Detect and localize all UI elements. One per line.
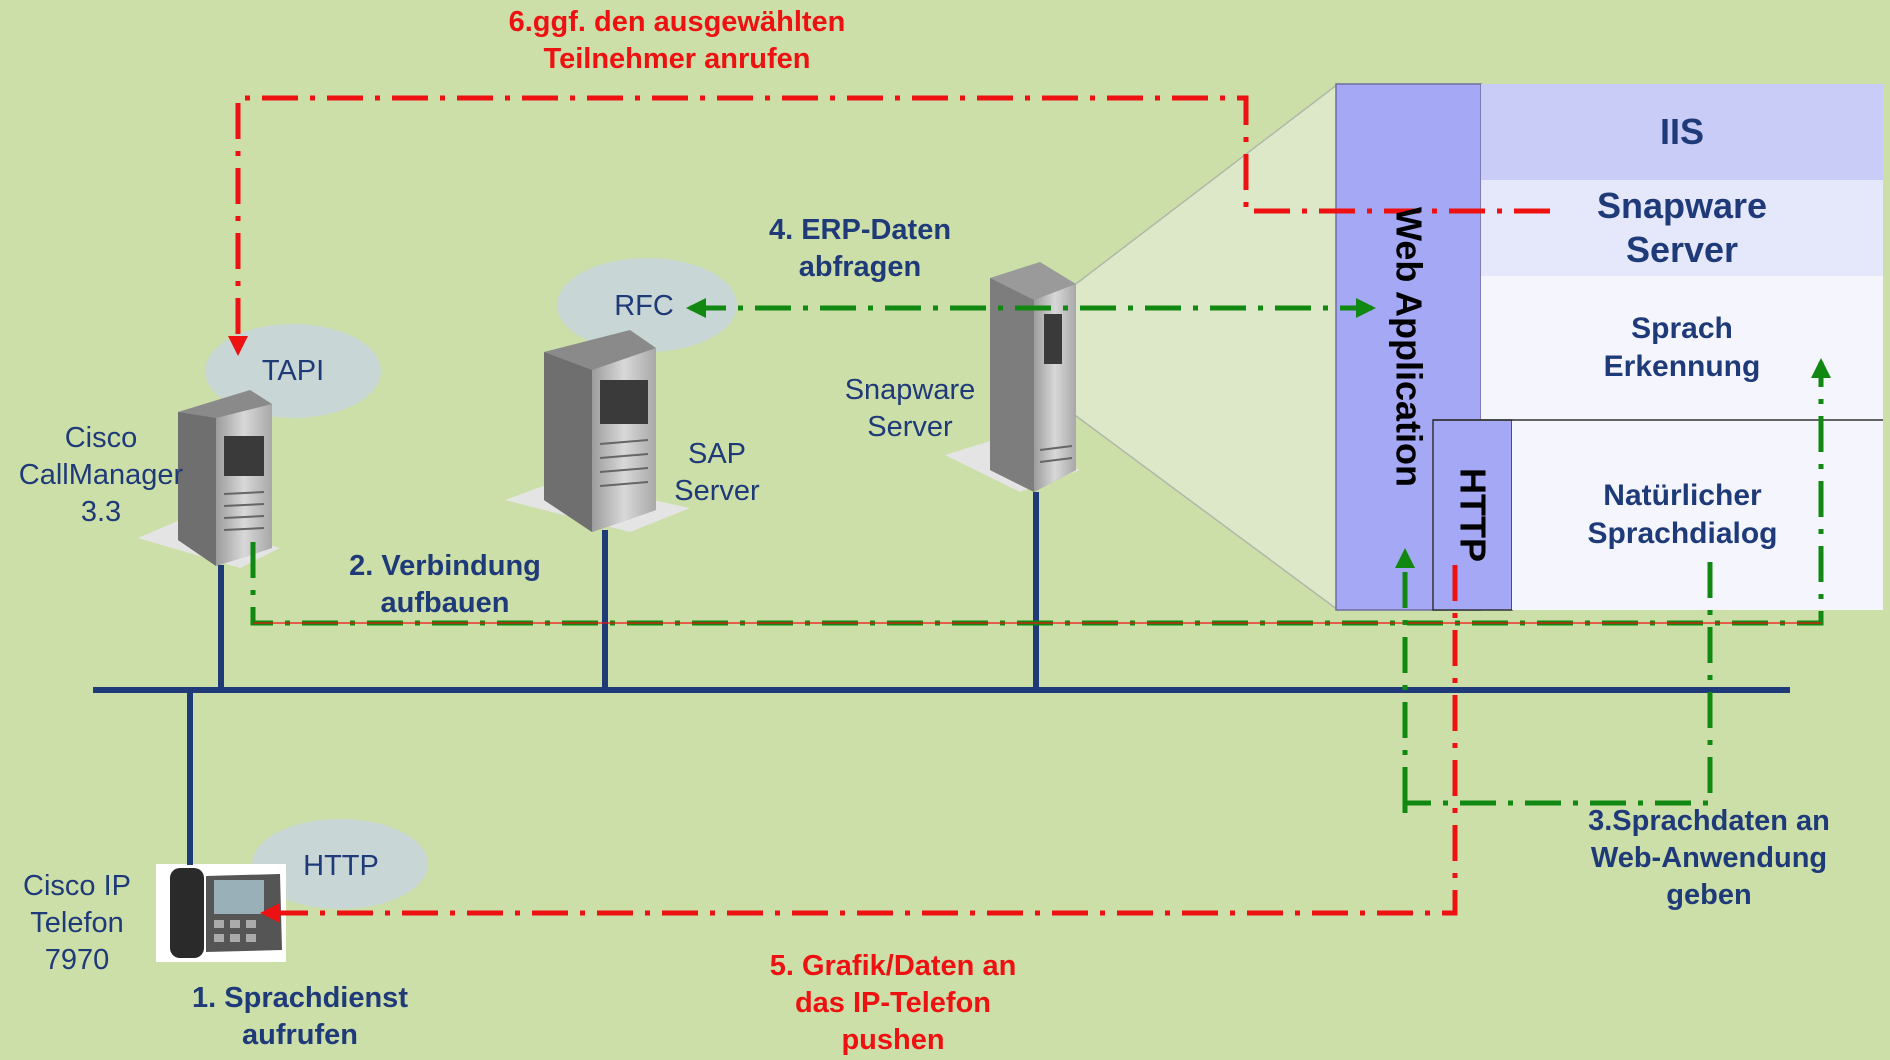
sap-server-label: SAP Server: [674, 438, 760, 508]
tapi-label: TAPI: [261, 355, 325, 387]
sprachdialog-label: Natürlicher Sprachdialog: [1587, 478, 1778, 550]
snapware-stack-label: Snapware Server: [1596, 185, 1768, 270]
iis-label: IIS: [1659, 111, 1704, 152]
http-phone-label: HTTP: [303, 850, 379, 882]
step3-label: 3.Sprachdaten an Web-Anwendung geben: [1588, 805, 1830, 912]
sprach-erkennung-label: Sprach Erkennung: [1603, 311, 1761, 383]
rfc-label: RFC: [614, 290, 674, 322]
snapware-server-icon: [945, 262, 1080, 492]
web-application-label: Web Application: [1388, 206, 1430, 487]
network-bus: [93, 492, 1790, 865]
flow-step3: [1395, 548, 1713, 820]
web-application-label-box: Web Application: [1336, 84, 1481, 610]
flow-step5: [260, 565, 1458, 923]
step4-label: 4. ERP-Daten abfragen: [768, 214, 952, 284]
step1-label: 1. Sprachdienst aufrufen: [192, 982, 408, 1052]
step6-label: 6.ggf. den ausgewählten Teilnehmer anruf…: [508, 6, 846, 76]
callmanager-label: Cisco CallManager 3.3: [18, 422, 184, 529]
snapware-server-block: [1481, 180, 1883, 276]
step2-label: 2. Verbindung aufbauen: [349, 550, 541, 620]
iis-block: [1481, 84, 1883, 180]
snapware-server-label: Snapware Server: [844, 374, 976, 444]
sap-server-icon: [505, 330, 690, 532]
http-stack-label-box: HTTP: [1433, 420, 1512, 610]
rfc-bubble: [557, 258, 737, 352]
http-bubble: [252, 819, 428, 909]
ip-phone-label: Cisco IP Telefon 7970: [23, 870, 131, 977]
flow-step6: [228, 95, 1550, 356]
step5-label: 5. Grafik/Daten an das IP-Telefon pushen: [769, 950, 1017, 1057]
sprach-erkennung-block: [1481, 276, 1883, 420]
zoom-projection: [1067, 82, 1339, 612]
http-stack-label: HTTP: [1452, 468, 1494, 562]
ip-phone-icon: [156, 864, 286, 962]
http-block: [1432, 419, 1513, 611]
callmanager-server-icon: [138, 390, 280, 568]
